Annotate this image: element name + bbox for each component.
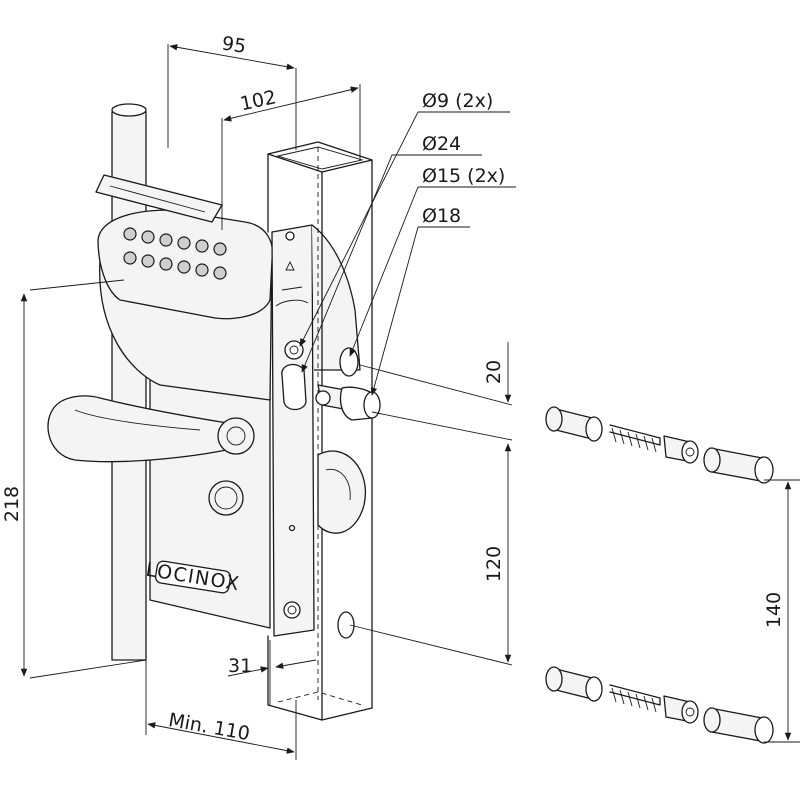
dim-24-label: Ø24: [422, 133, 461, 155]
gate-profile-tube: [267, 141, 373, 721]
lever-handle: [47, 395, 255, 463]
dimension-lines: [20, 44, 800, 760]
dim-218-label: 218: [1, 486, 23, 522]
spindle: [315, 384, 381, 421]
dim-31-label: 31: [228, 655, 252, 677]
dim-15-label: Ø15 (2x): [422, 165, 505, 187]
dim-min110-label: Min. 110: [167, 709, 252, 745]
dim-140-label: 140: [763, 592, 785, 628]
keypad: [123, 227, 227, 280]
dim-9-label: Ø9 (2x): [422, 90, 493, 112]
front-plate: [271, 224, 361, 637]
dim-18-label: Ø18: [422, 205, 461, 227]
fixing-set-bottom: [545, 666, 774, 744]
dim-95-label: 95: [220, 32, 247, 58]
dim-20-label: 20: [483, 360, 505, 384]
fixing-set-top: [545, 406, 774, 484]
dim-120-label: 120: [483, 546, 505, 582]
dim-102-label: 102: [238, 86, 278, 115]
